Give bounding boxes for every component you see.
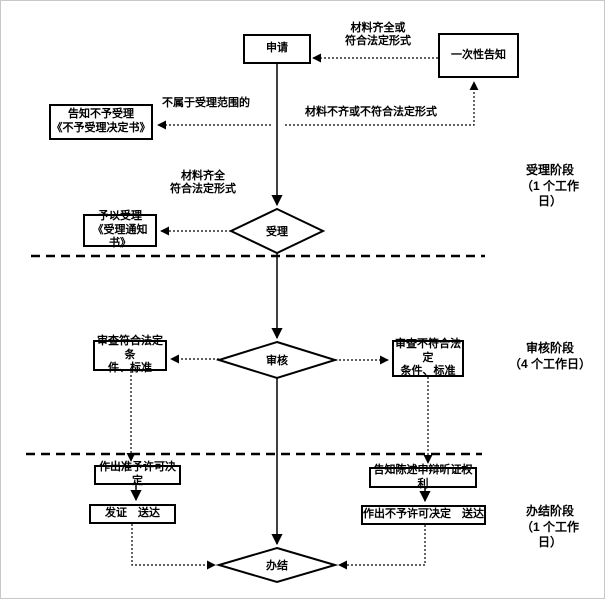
issue-deliver-box: 发证 送达 [89, 504, 176, 524]
reject-accept-box: 告知不予受理 《不予受理决定书》 [49, 104, 153, 140]
not-meet-conditions-box: 审查不符合法定 条件、标准 [392, 338, 464, 377]
apply-box: 申请 [243, 34, 311, 64]
label-materials-complete-or-legal: 材料齐全或 符合法定形式 [345, 22, 411, 48]
complete-stage-label: 办结阶段 （1 个工作 日） [520, 504, 579, 550]
dotted-arrow-issue-to-complete [131, 524, 216, 570]
accept-stage-label: 受理阶段 （1 个工作 日） [520, 163, 579, 209]
label-materials-complete: 材料齐全 符合法定形式 [170, 170, 236, 196]
dotted-arrow-to-one-time-notice [285, 81, 479, 126]
deny-permit-decision-box: 作出不予许可决定 送达 [361, 505, 486, 525]
grant-accept-box: 予以受理 《受理通知书》 [83, 210, 157, 249]
accept-diamond-label: 受理 [266, 226, 288, 238]
complete-diamond-label: 办结 [266, 560, 288, 572]
grant-permit-decision-box: 作出准予许可决定 [94, 461, 181, 487]
review-diamond-shape [215, 340, 339, 380]
dotted-arrow-deny-to-complete [338, 525, 426, 570]
label-materials-incomplete: 材料不齐或不符合法定形式 [305, 106, 437, 118]
review-diamond-label: 审核 [266, 355, 288, 367]
accept-diamond-shape [228, 207, 326, 255]
notify-rights-box: 告知陈述申辩听证权利 [369, 464, 477, 490]
meet-conditions-box: 审查符合法定条 件、标准 [93, 335, 167, 374]
one-time-notice-box: 一次性告知 [438, 33, 519, 78]
label-not-in-scope: 不属于受理范围的 [162, 97, 250, 109]
review-stage-label: 审核阶段 （4 个工作日） [508, 341, 591, 371]
complete-diamond-shape [215, 546, 339, 584]
